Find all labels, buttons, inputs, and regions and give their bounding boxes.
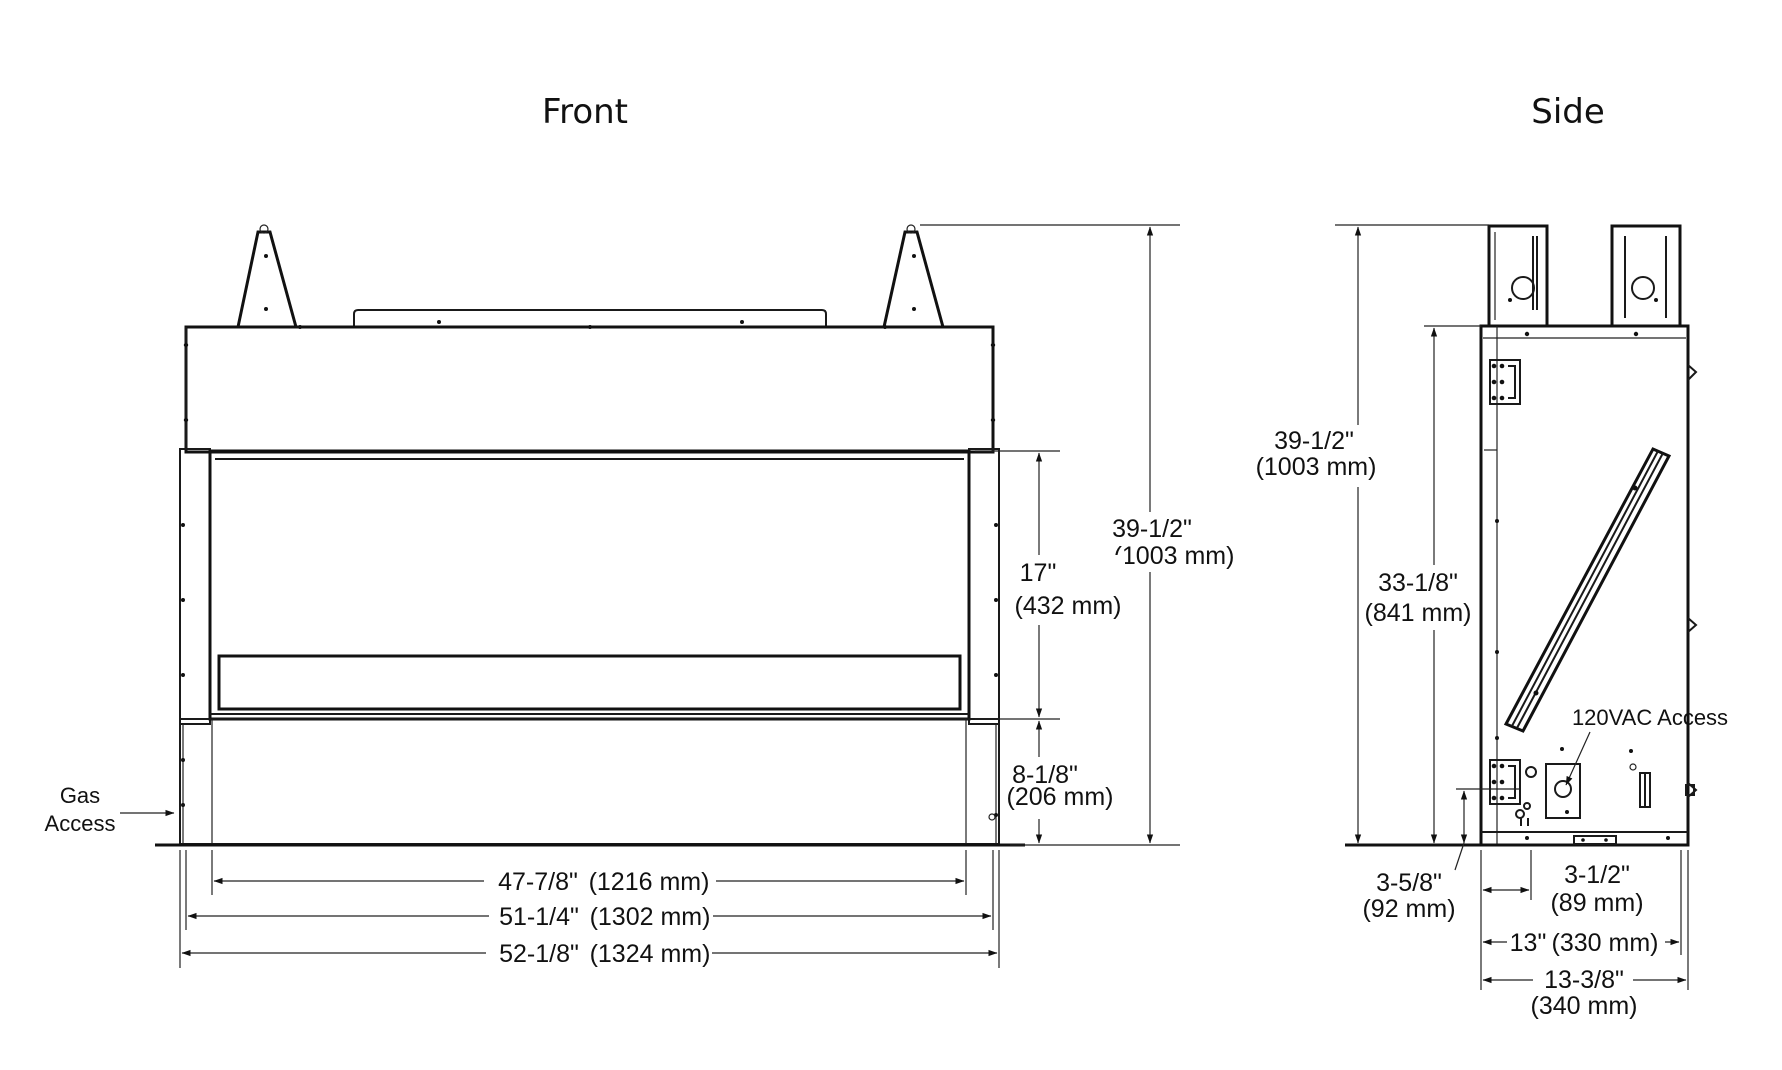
front-top-plate xyxy=(353,309,827,327)
front-view-title: Front xyxy=(542,92,628,132)
vac-access-label: 120VAC Access xyxy=(1572,705,1728,730)
side-depth-overall-in: 13-3/8" xyxy=(1544,966,1624,994)
side-vac-access-callout: 120VAC Access xyxy=(1565,705,1728,786)
width-body-mm: (1302 mm) xyxy=(590,903,711,931)
width-glass-mm: (1216 mm) xyxy=(589,868,710,896)
front-glass-height-in: 17" xyxy=(1020,559,1057,587)
front-overall-height-mm: (1003 mm) xyxy=(1114,542,1235,570)
front-width-dimensions: 47-7/8" (1216 mm) 51-1/4" (1302 mm) 52-1… xyxy=(179,850,1000,968)
side-hinge-upper xyxy=(1489,359,1521,405)
side-depth-body-in: 13" xyxy=(1510,929,1547,957)
side-offset-height-dimension: 3-5/8" (92 mm) xyxy=(1362,788,1520,923)
side-hinge-lower xyxy=(1489,759,1521,805)
side-offset-height-in: 3-5/8" xyxy=(1376,869,1442,897)
side-body-height-dimension: 33-1/8" (841 mm) xyxy=(1362,325,1481,844)
front-upper-body xyxy=(184,325,995,454)
gas-access-line2: Access xyxy=(45,811,116,836)
front-base-height-mm: (206 mm) xyxy=(1007,783,1114,811)
front-glass-opening xyxy=(208,449,971,721)
front-glass-height-mm: (432 mm) xyxy=(1015,592,1122,620)
side-depth-body-mm: (330 mm) xyxy=(1552,929,1659,957)
side-vac-access-panel xyxy=(1545,747,1581,819)
side-offset-depth-mm: (89 mm) xyxy=(1550,889,1643,917)
front-right-standoff xyxy=(882,224,945,328)
front-right-flange xyxy=(968,448,1000,725)
width-body-in: 51-1/4" xyxy=(499,903,579,931)
side-offset-depth-in: 3-1/2" xyxy=(1564,861,1630,889)
side-depth-dimensions: 3-1/2" (89 mm) 13" (330 mm) 13-3/8" (340… xyxy=(1480,850,1689,1020)
front-burner-tray xyxy=(217,654,962,711)
side-view-title: Side xyxy=(1531,92,1605,132)
width-overall-mm: (1324 mm) xyxy=(590,940,711,968)
front-glass-height-dimension: 17" (432 mm) xyxy=(975,450,1125,720)
side-top-bracket-right xyxy=(1610,224,1682,328)
side-body-height-mm: (841 mm) xyxy=(1365,599,1472,627)
front-base-height-in: 8-1/8" xyxy=(1012,761,1078,789)
side-overall-height-mm: (1003 mm) xyxy=(1256,453,1377,481)
front-gas-access-callout: Gas Access xyxy=(45,783,175,836)
width-overall-in: 52-1/8" xyxy=(499,940,579,968)
front-left-flange xyxy=(179,448,211,725)
side-diagonal-frame xyxy=(1503,447,1672,733)
front-lower-base xyxy=(179,718,1000,845)
front-view-drawing xyxy=(155,224,1025,847)
width-glass-in: 47-7/8" xyxy=(498,868,578,896)
side-body-height-in: 33-1/8" xyxy=(1378,569,1458,597)
side-depth-overall-mm: (340 mm) xyxy=(1531,992,1638,1020)
front-base-height-dimension: 8-1/8" (206 mm) xyxy=(1005,720,1120,844)
front-left-standoff xyxy=(236,224,298,328)
front-overall-height-dimension: 39-1/2" (1003 mm) xyxy=(920,224,1235,846)
side-overall-height-dimension: 39-1/2" (1003 mm) xyxy=(1250,224,1489,844)
gas-access-line1: Gas xyxy=(60,783,100,808)
side-top-bracket-left xyxy=(1487,224,1549,328)
side-overall-height-in: 39-1/2" xyxy=(1274,427,1354,455)
side-offset-height-mm: (92 mm) xyxy=(1362,895,1455,923)
side-view-drawing xyxy=(1345,224,1698,847)
front-overall-height-in: 39-1/2" xyxy=(1112,515,1192,543)
